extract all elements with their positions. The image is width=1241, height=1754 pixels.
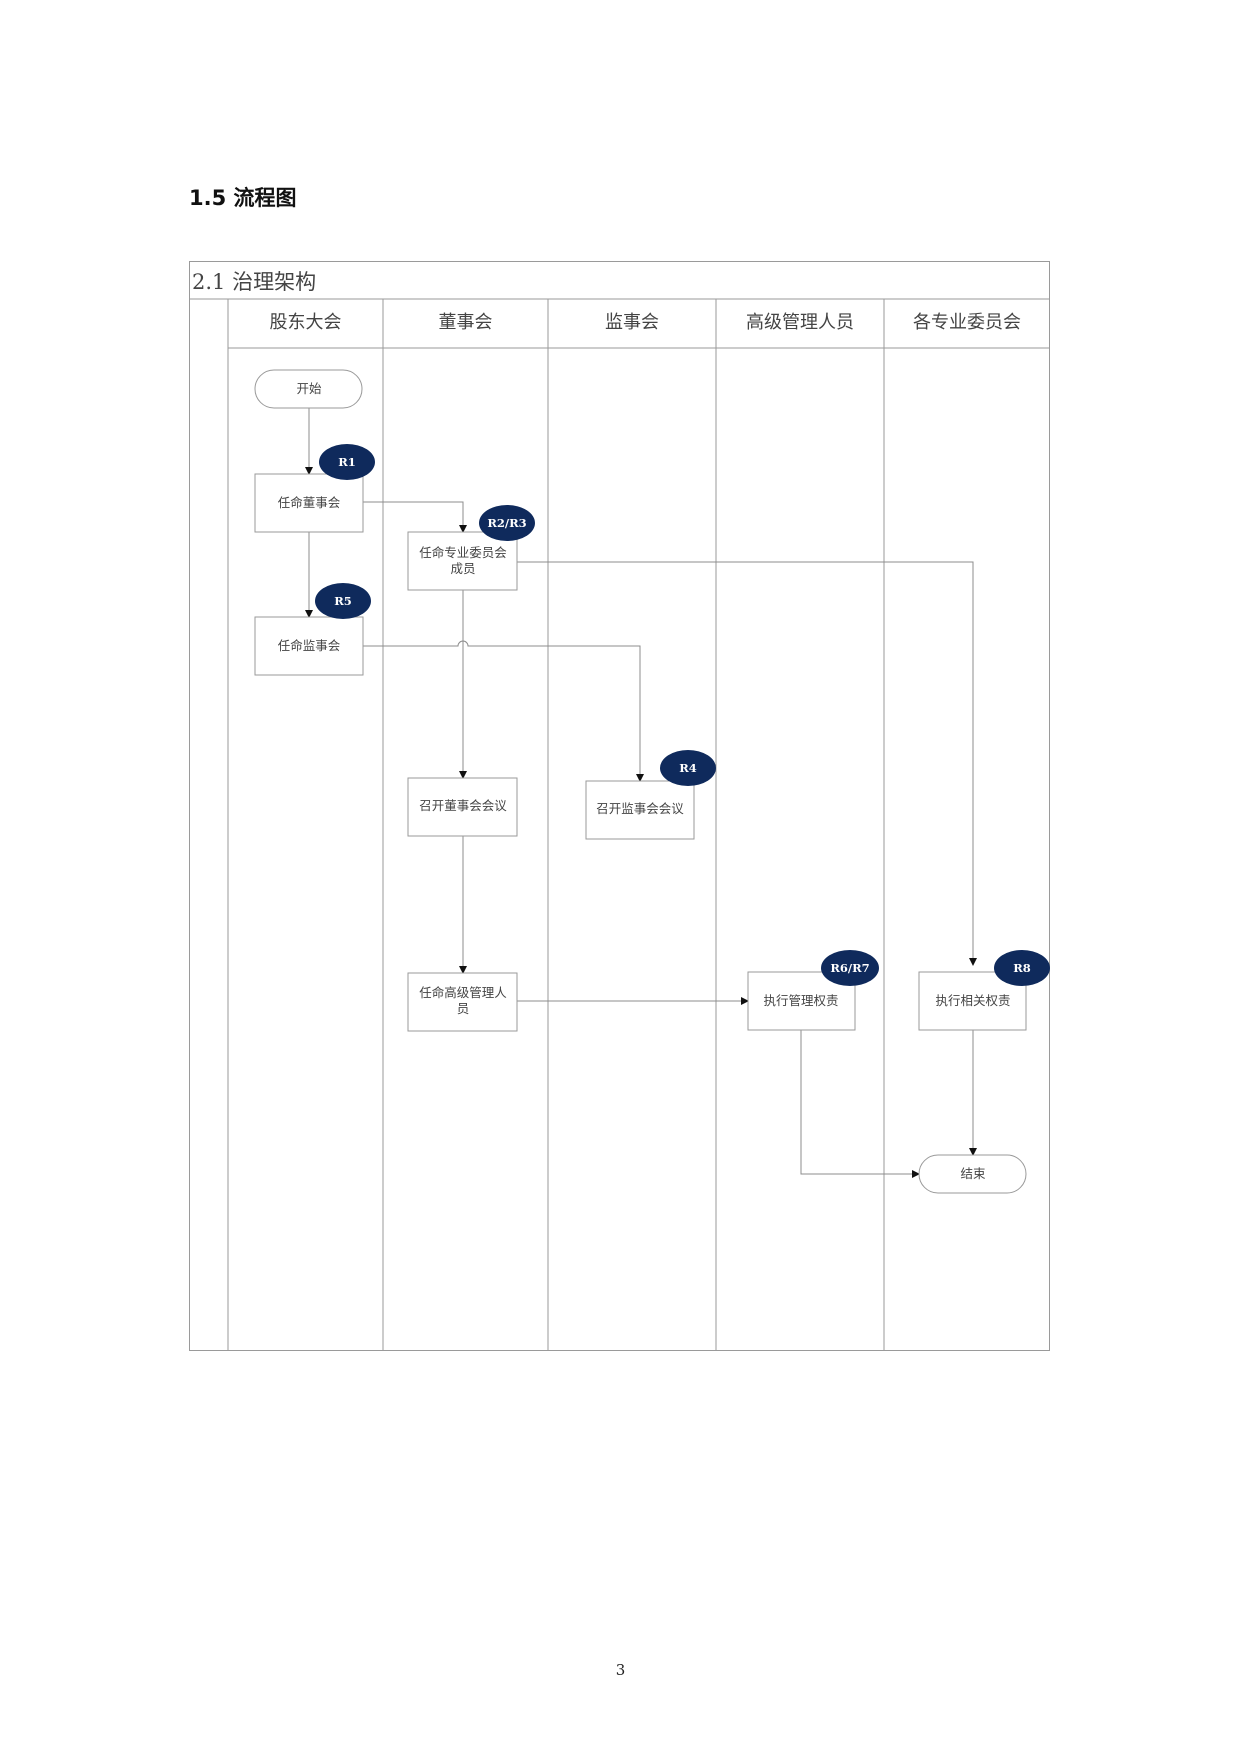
- badge-r8: [994, 950, 1050, 986]
- node-supervisory-meeting: [585, 780, 695, 840]
- badge-r1: [319, 444, 375, 480]
- node-appoint-board: [254, 473, 364, 533]
- start-label: 开始: [296, 381, 322, 396]
- start-node: [254, 369, 363, 409]
- appoint-senior-label-2: 员: [457, 1001, 470, 1016]
- badge-r4: [660, 750, 716, 786]
- swimlane-grid: [189, 298, 1050, 1351]
- board-meeting-label: 召开董事会会议: [419, 798, 507, 813]
- badge-r6r7-label: R6/R7: [830, 961, 869, 975]
- node-board-meeting: [407, 777, 518, 837]
- appoint-committee-label-1: 任命专业委员会: [419, 545, 507, 560]
- appoint-supervisory-label: 任命监事会: [278, 638, 341, 653]
- exec-related-label: 执行相关权责: [935, 993, 1010, 1008]
- diagram-caption: 2.1 治理架构: [192, 270, 317, 294]
- lane-header-shareholders: 股东大会: [269, 312, 342, 333]
- lane-header-senior-management: 高级管理人员: [746, 312, 854, 333]
- badge-r2r3: [479, 505, 535, 541]
- badge-r4-label: R4: [679, 761, 697, 775]
- page-number: 3: [615, 1661, 626, 1679]
- appoint-board-label: 任命董事会: [278, 495, 341, 510]
- edge-management-to-end: [800, 1030, 920, 1178]
- node-appoint-senior: [407, 972, 518, 1032]
- badge-r6r7: [821, 950, 879, 986]
- exec-management-label: 执行管理权责: [763, 993, 838, 1008]
- badge-r2r3-label: R2/R3: [487, 516, 526, 530]
- badge-r5: [315, 583, 371, 619]
- lane-header-supervisory: 监事会: [605, 312, 659, 333]
- lane-header-board: 董事会: [438, 312, 493, 333]
- appoint-senior-label-1: 任命高级管理人: [419, 985, 507, 1000]
- badge-r5-label: R5: [334, 594, 352, 608]
- node-appoint-committee: [407, 531, 518, 591]
- edge-committee-to-related: [517, 561, 977, 966]
- supervisory-meeting-label: 召开监事会会议: [596, 801, 684, 816]
- appoint-committee-label-2: 成员: [450, 561, 475, 576]
- diagram-frame: [189, 261, 1050, 1351]
- section-title: 1.5 流程图: [189, 186, 297, 210]
- lane-header-committees: 各专业委员会: [913, 312, 1021, 333]
- end-node: [918, 1154, 1027, 1194]
- node-appoint-supervisory: [254, 616, 364, 676]
- end-label: 结束: [960, 1166, 986, 1181]
- edge-board-to-committee: [363, 501, 467, 533]
- badge-r1-label: R1: [338, 455, 356, 469]
- badge-r8-label: R8: [1013, 961, 1031, 975]
- edge-supervisory-to-meeting: [363, 640, 644, 782]
